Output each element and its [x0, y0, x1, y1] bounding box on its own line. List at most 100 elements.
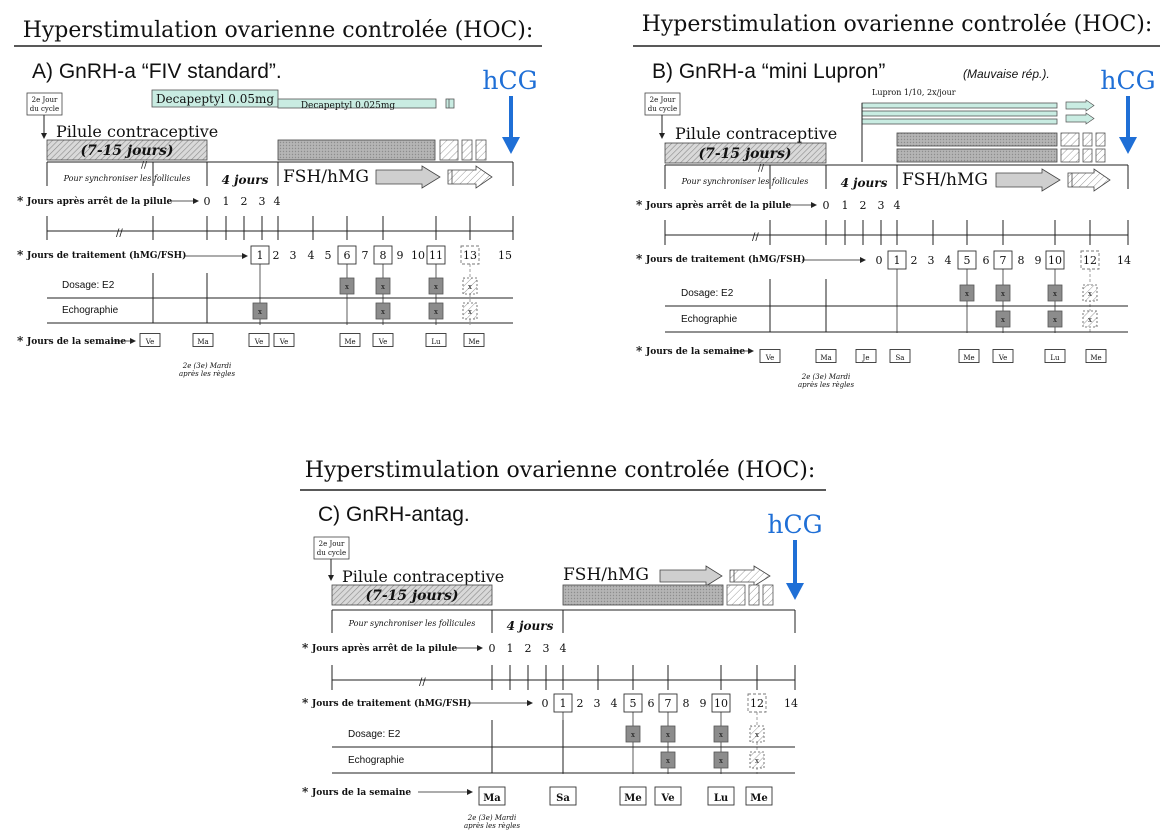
treatment-day: 7 [665, 697, 672, 710]
svg-text:*: * [636, 344, 643, 358]
panel-c: Hyperstimulation ovarienne controlée (HO… [300, 458, 826, 830]
weekday-box [958, 349, 980, 363]
weekday-label: Me [750, 793, 767, 804]
panel-b: Hyperstimulation ovarienne controlée (HO… [633, 12, 1160, 389]
treatment-day: 5 [964, 254, 971, 267]
row-e2-label: Dosage: E2 [62, 280, 115, 291]
weekday-box [707, 786, 735, 806]
weekday-label: Ve [254, 338, 264, 346]
agonist-continuation [445, 98, 455, 109]
down-arrow-icon [786, 540, 804, 600]
weekday-box [855, 349, 877, 363]
treatment-day: 1 [894, 254, 901, 267]
after-pill-day: 3 [878, 199, 885, 212]
cycle-day-line2: du cycle [30, 105, 59, 113]
mark-glyph: x [666, 731, 670, 739]
after-pill-day: 4 [894, 199, 901, 212]
weekday-label: Lu [714, 793, 728, 804]
after-pill-day: 2 [860, 199, 867, 212]
hcg-label: hCG [482, 66, 537, 95]
monitoring-mark [959, 284, 975, 302]
monitoring-mark [995, 284, 1011, 302]
weekday-label: Ve [660, 793, 674, 804]
treatment-day: 10 [714, 697, 728, 710]
mark-glyph: x [755, 757, 759, 765]
monitoring-mark [462, 277, 478, 295]
svg-text://: // [752, 232, 759, 243]
monitoring-mark [713, 725, 729, 743]
treatment-day: 4 [308, 249, 315, 262]
after-pill-day: 0 [489, 642, 496, 655]
panel-c-subtitle: C) GnRH-antag. [318, 503, 470, 526]
svg-text:*: * [17, 194, 24, 208]
stim-bar [562, 584, 724, 606]
weekday-box [992, 349, 1014, 363]
weekday-label: Me [1090, 354, 1101, 362]
svg-text://: // [419, 677, 426, 688]
treatment-day: 12 [750, 697, 764, 710]
treatment-day: 4 [945, 254, 952, 267]
mark-glyph: x [1088, 290, 1092, 298]
pill-bar [664, 142, 827, 164]
after-pill-day: 3 [259, 195, 266, 208]
monitoring-mark [428, 302, 444, 320]
after-pill-day: 1 [507, 642, 514, 655]
mark-glyph: x [1088, 316, 1092, 324]
mark-glyph: x [1001, 316, 1005, 324]
weekday-box [549, 786, 577, 806]
agonist-bars [861, 99, 1095, 162]
treatment-day: 9 [1035, 254, 1042, 267]
weekday-label: Ma [483, 793, 501, 804]
weekday-box [889, 349, 911, 363]
svg-text:Jours de traitement (hMG/FSH): Jours de traitement (hMG/FSH) [645, 254, 805, 265]
svg-text:Echographie: Echographie [681, 314, 738, 325]
agonist-low-label: Decapeptyl 0.025mg [301, 101, 396, 111]
svg-text:du cycle: du cycle [648, 105, 677, 113]
svg-text:Pour synchroniser les follicul: Pour synchroniser les follicules [681, 177, 809, 186]
down-arrow-icon [502, 96, 520, 154]
monitoring-mark [995, 310, 1011, 328]
svg-text:4 jours: 4 jours [507, 619, 554, 633]
svg-text:*: * [302, 785, 309, 799]
treatment-day: 3 [594, 697, 601, 710]
monitoring-mark [749, 725, 765, 743]
right-arrow-icon [995, 168, 1111, 192]
weekday-label: Ve [279, 338, 289, 346]
svg-text:Pilule contraceptive: Pilule contraceptive [342, 567, 504, 586]
mark-glyph: x [1053, 316, 1057, 324]
weekday-label: Me [468, 338, 479, 346]
svg-text:(7-15 jours): (7-15 jours) [699, 146, 792, 162]
mark-glyph: x [965, 290, 969, 298]
monitoring-mark [462, 302, 478, 320]
weekday-box [1044, 349, 1066, 363]
weekday-box [372, 333, 394, 347]
treatment-day: 2 [577, 697, 584, 710]
svg-text:*: * [302, 696, 309, 710]
svg-text:2e (3e) Mardi: 2e (3e) Mardi [467, 814, 517, 822]
monitoring-mark [339, 277, 355, 295]
monitoring-mark [1082, 284, 1098, 302]
agonist-main-label: Lupron 1/10, 2x/jour [872, 88, 956, 97]
panel-b-note: (Mauvaise rép.). [963, 67, 1050, 81]
weekday-box [463, 333, 485, 347]
svg-text:Jours après arrêt de la pilule: Jours après arrêt de la pilule [645, 200, 792, 211]
weekday-box [619, 786, 647, 806]
treatment-day: 6 [344, 249, 351, 262]
svg-text:Jours de la semaine: Jours de la semaine [645, 347, 745, 357]
monitoring-mark [1047, 284, 1063, 302]
treatment-day: 3 [928, 254, 935, 267]
svg-text:Pilule contraceptive: Pilule contraceptive [675, 124, 837, 143]
agonist-main-bar [151, 89, 279, 108]
treatment-day: 5 [325, 249, 332, 262]
agonist-main-label: Decapeptyl 0.05mg [156, 92, 274, 106]
weekday-label: Lu [431, 338, 441, 346]
hcg-label: hCG [1100, 66, 1155, 95]
mark-glyph: x [468, 283, 472, 291]
svg-text:Jours de la semaine: Jours de la semaine [311, 788, 411, 798]
